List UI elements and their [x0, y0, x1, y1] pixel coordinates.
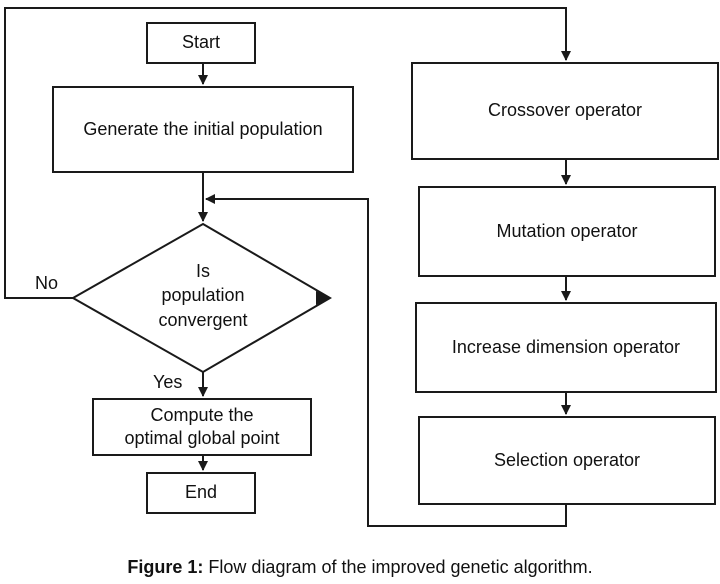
- diamond-right-arrowhead: [316, 291, 331, 305]
- compute-line-2: optimal global point: [124, 428, 280, 448]
- caption-text: Flow diagram of the improved genetic alg…: [208, 557, 593, 577]
- increase-box: Increase dimension operator: [415, 302, 717, 393]
- crossover-box: Crossover operator: [411, 62, 719, 160]
- generate-box: Generate the initial population: [52, 86, 354, 173]
- decision-line-3: convergent: [158, 309, 248, 330]
- selection-box: Selection operator: [418, 416, 716, 505]
- caption-label: Figure 1:: [127, 557, 204, 577]
- mutation-box: Mutation operator: [418, 186, 716, 277]
- yes-label: Yes: [153, 372, 183, 392]
- arrow-no-loop: [4, 7, 571, 299]
- decision-text: Is population convergent: [133, 259, 273, 332]
- compute-line-1: Compute the: [150, 404, 254, 425]
- no-label: No: [35, 273, 59, 293]
- decision-line-2: population: [161, 285, 245, 306]
- end-box: End: [146, 472, 256, 514]
- start-box: Start: [146, 22, 256, 64]
- compute-box: Compute the optimal global point: [92, 398, 312, 456]
- arrow-selection-loop: [205, 194, 567, 527]
- figure-caption: Figure 1: Flow diagram of the improved g…: [0, 557, 720, 578]
- decision-line-1: Is: [195, 261, 210, 281]
